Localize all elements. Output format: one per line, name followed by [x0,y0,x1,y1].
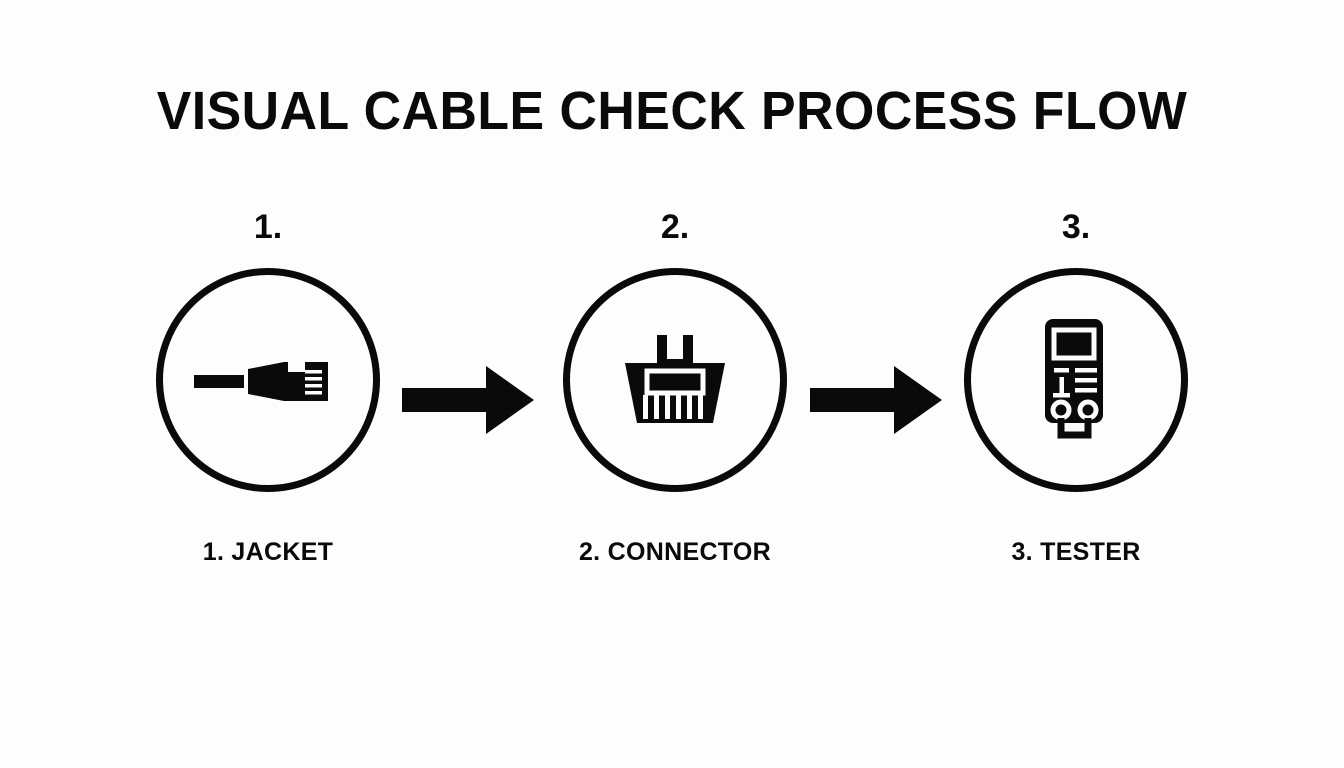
flow-step-jacket[interactable]: 1. [128,210,408,590]
step-number-2: 2. [660,208,690,246]
rj45-cable-plug-icon [192,345,344,415]
page-title: VISUAL CABLE CHECK PROCESS FLOW [156,81,1188,141]
step-circle-3 [964,268,1188,492]
step-circle-1 [156,268,380,492]
arrow-step-2-to-3 [810,362,942,438]
step-number-1: 1. [253,208,283,246]
arrow-step-1-to-2 [402,362,534,438]
rj45-connector-jack-icon [619,333,731,427]
step-circle-2 [563,268,787,492]
step-number-3: 3. [1061,208,1091,246]
flow-step-connector[interactable]: 2. [535,210,815,590]
step-label-tester: 3. TESTER [1011,538,1141,566]
flow-step-tester[interactable]: 3. [936,210,1216,590]
step-label-jacket: 1. JACKET [202,538,334,566]
cable-tester-icon [1037,317,1115,443]
process-flow: 1. [0,210,1344,590]
step-label-connector: 2. CONNECTOR [578,538,772,566]
